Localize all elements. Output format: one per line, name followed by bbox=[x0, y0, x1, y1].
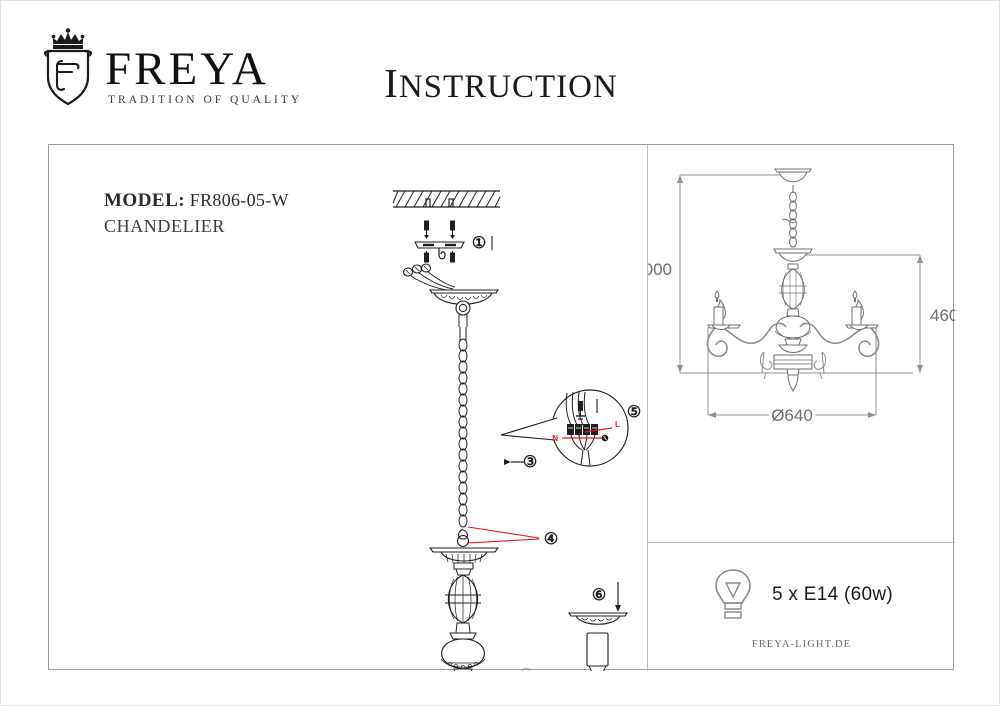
page-title-rest: NSTRUCTION bbox=[398, 69, 618, 105]
chandelier-elevation bbox=[706, 168, 880, 393]
model-label: MODEL: bbox=[104, 190, 186, 211]
brand-wordmark: FREYA TRADITION OF QUALITY bbox=[105, 43, 303, 107]
callout-5: ⑤ bbox=[627, 404, 641, 421]
page-title: INSTRUCTION bbox=[1, 59, 1000, 107]
website-text: FREYA-LIGHT.DE bbox=[751, 639, 852, 650]
page-header: FREYA TRADITION OF QUALITY INSTRUCTION bbox=[1, 1, 1000, 141]
assembly-diagram: ① bbox=[392, 190, 641, 671]
horizontal-divider bbox=[647, 542, 955, 543]
model-line: MODEL: FR806-05-W bbox=[104, 190, 289, 212]
mounting-bracket-icon bbox=[414, 220, 465, 263]
content-frame: MODEL: FR806-05-W CHANDELIER bbox=[48, 144, 955, 671]
ceiling-cup-icon bbox=[402, 263, 500, 327]
vertical-divider bbox=[647, 145, 648, 671]
brand-logo: FREYA TRADITION OF QUALITY bbox=[39, 27, 302, 107]
callout-7: ③ bbox=[523, 454, 537, 471]
dimension-total-height: 1000 bbox=[648, 260, 672, 279]
suspension-chain-icon bbox=[456, 327, 470, 548]
brand-tagline: TRADITION OF QUALITY bbox=[108, 94, 303, 106]
callout-1: ① bbox=[472, 235, 486, 252]
dimension-diameter: Ø640 bbox=[771, 406, 813, 425]
dimension-panel: 1000 460 Ø640 bbox=[648, 145, 955, 542]
lamp-spec-row: 5 x E14 (60w) bbox=[648, 565, 955, 625]
dimension-fixture-height: 460 bbox=[930, 306, 955, 325]
wiring-live-label: L bbox=[615, 420, 620, 429]
wiring-detail-circle: N L bbox=[500, 389, 629, 467]
page-title-initial: I bbox=[384, 60, 399, 106]
lamp-arm-assembly-icon bbox=[521, 667, 531, 671]
light-bulb-icon bbox=[715, 569, 751, 619]
callout-6: ⑥ bbox=[592, 587, 606, 604]
candle-socket-icon bbox=[567, 612, 629, 671]
chandelier-body-drawing bbox=[428, 547, 500, 671]
model-value: FR806-05-W bbox=[189, 190, 289, 210]
assembly-panel: MODEL: FR806-05-W CHANDELIER bbox=[49, 145, 647, 671]
dimension-drawing: 1000 460 Ø640 bbox=[648, 168, 955, 428]
wiring-neutral-label: N bbox=[552, 434, 558, 443]
shield-crown-f-monogram-icon bbox=[39, 27, 97, 107]
model-info: MODEL: FR806-05-W CHANDELIER bbox=[104, 190, 289, 237]
lamp-spec-text: 5 x E14 (60w) bbox=[771, 584, 894, 605]
product-type: CHANDELIER bbox=[104, 216, 225, 236]
brand-name: FREYA bbox=[105, 43, 269, 95]
callout-4: ④ bbox=[544, 531, 558, 548]
ceiling-icon bbox=[392, 190, 501, 208]
lamp-spec-panel: 5 x E14 (60w) FREYA-LIGHT.DE bbox=[648, 543, 955, 671]
